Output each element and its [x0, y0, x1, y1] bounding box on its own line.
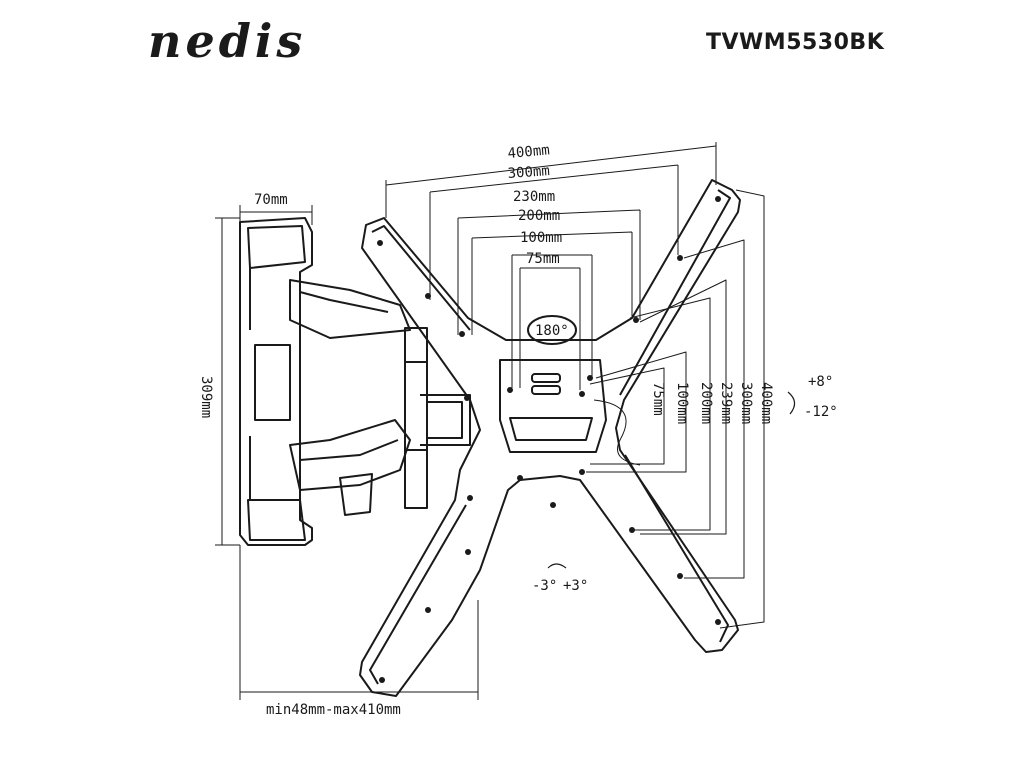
wall-plate-dimension-lines	[215, 205, 479, 700]
label-300mm-h: 300mm	[507, 163, 550, 182]
label-depth: min48mm-max410mm	[266, 702, 401, 718]
label-200mm-v: 200mm	[698, 382, 714, 424]
label-75mm-h: 75mm	[526, 251, 560, 267]
label-75mm-v: 75mm	[650, 382, 666, 416]
label-200mm-h: 200mm	[518, 208, 560, 224]
model-number: TVWM5530BK	[706, 30, 885, 55]
wall-plate	[239, 217, 313, 546]
label-tilt-down: -12°	[804, 404, 838, 420]
label-level-right: +3°	[563, 578, 588, 594]
rotation-arcs	[547, 391, 796, 569]
swing-arms	[289, 279, 471, 516]
label-300mm-v: 300mm	[738, 382, 754, 424]
label-230mm-h: 230mm	[513, 189, 555, 205]
label-309mm: 309mm	[198, 376, 214, 418]
label-level-left: -3°	[532, 578, 557, 594]
label-100mm-v: 100mm	[674, 382, 690, 424]
label-400mm-v: 400mm	[758, 382, 774, 424]
mounting-holes	[377, 196, 721, 683]
label-70mm: 70mm	[254, 192, 288, 208]
x-bracket	[359, 179, 741, 697]
label-swivel: 180°	[535, 323, 569, 339]
vertical-dimension-lines	[586, 189, 765, 629]
brand-logo: nedis	[148, 14, 307, 68]
horizontal-dimension-lines	[385, 142, 717, 390]
label-239mm-v: 239mm	[718, 382, 734, 424]
label-100mm-h: 100mm	[520, 230, 562, 246]
label-tilt-up: +8°	[808, 374, 833, 390]
label-400mm-h: 400mm	[507, 142, 550, 162]
